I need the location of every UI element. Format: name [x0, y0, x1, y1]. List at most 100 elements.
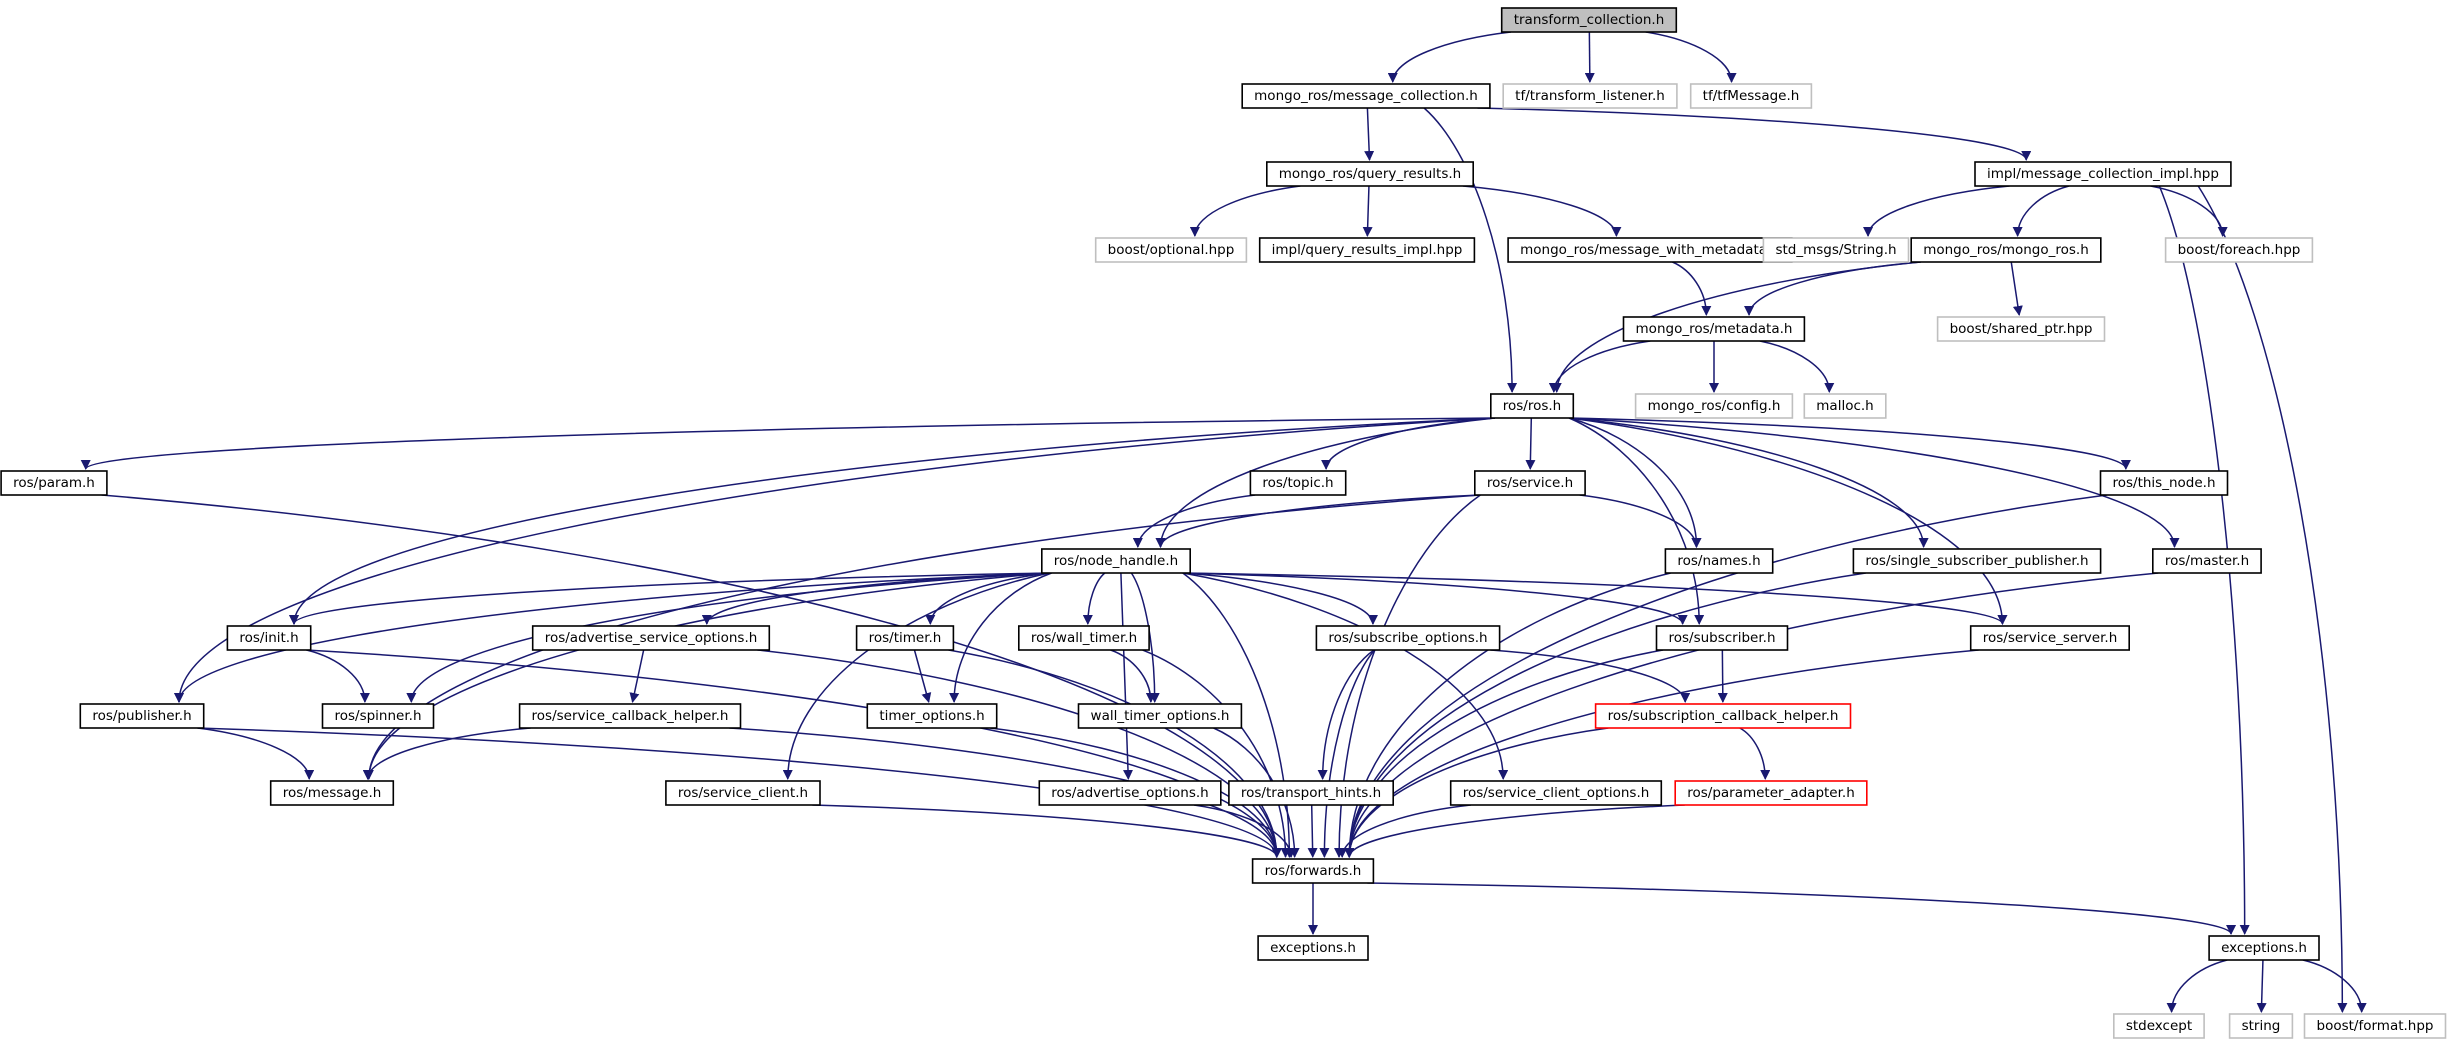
node-ros-service-client-h[interactable]: ros/service_client.h: [665, 780, 821, 806]
node-ros-service-h[interactable]: ros/service.h: [1474, 470, 1586, 496]
node-label: ros/advertise_service_options.h: [545, 630, 758, 646]
node-ros-advertise-options-h[interactable]: ros/advertise_options.h: [1038, 780, 1222, 806]
node-ros-param-h[interactable]: ros/param.h: [0, 470, 108, 496]
node-ros-spinner-h[interactable]: ros/spinner.h: [321, 703, 435, 729]
node-ros-publisher-h[interactable]: ros/publisher.h: [79, 703, 205, 729]
node-label: ros/master.h: [2165, 553, 2249, 569]
node-ros-service-callback-helper-h[interactable]: ros/service_callback_helper.h: [518, 703, 742, 729]
edge-nodehandle-to-forwards: [1182, 572, 1295, 858]
edge-init-to-spinner: [306, 649, 370, 703]
node-box: [1664, 548, 1774, 574]
node-box: [1249, 470, 1347, 496]
node-box: [1077, 703, 1243, 729]
node-ros-message-h[interactable]: ros/message.h: [269, 780, 395, 806]
edge-nodehandle-to-spinner: [406, 572, 1050, 703]
node-ros-timer-h[interactable]: ros/timer.h: [855, 625, 955, 651]
node-ros-topic-h[interactable]: ros/topic.h: [1249, 470, 1347, 496]
node-ros-parameter-adapter-h[interactable]: ros/parameter_adapter.h: [1674, 780, 1868, 806]
node-label: stdexcept: [2126, 1018, 2192, 1034]
node-label: boost/foreach.hpp: [2178, 242, 2301, 258]
node-label: boost/format.hpp: [2317, 1018, 2434, 1034]
node-box: [2303, 1013, 2447, 1039]
edge-walltimer-to-forwards: [1142, 649, 1291, 858]
node-exceptions-h[interactable]: exceptions.h: [2208, 935, 2320, 961]
node-box: [1852, 548, 2102, 574]
edge-msgcolimpl-to-boostformat: [2197, 185, 2348, 1013]
node-box: [2208, 935, 2320, 961]
node-label: ros/spinner.h: [334, 708, 421, 724]
node-label: impl/message_collection_impl.hpp: [1987, 166, 2219, 182]
node-label: timer_options.h: [879, 708, 984, 724]
edge-metadata-to-malloc: [1759, 340, 1835, 393]
node-mongo-ros-message-with-metadata-h[interactable]: mongo_ros/message_with_metadata.h: [1507, 237, 1793, 263]
edge-exceptions2-to-string: [2256, 959, 2267, 1013]
node-box: [1041, 548, 1192, 574]
edge-rosros-to-names: [1568, 417, 1702, 548]
edge-svcserver-to-forwards: [1344, 649, 1979, 858]
node-label: ros/message.h: [283, 785, 382, 801]
node-ros-service-client-options-h[interactable]: ros/service_client_options.h: [1449, 780, 1663, 806]
node-ros-names-h[interactable]: ros/names.h: [1664, 548, 1774, 574]
edge-nodehandle-to-walltimer: [1082, 572, 1106, 625]
node-ros-subscriber-h[interactable]: ros/subscriber.h: [1655, 625, 1789, 651]
node-label: ros/transport_hints.h: [1241, 785, 1381, 801]
node-label: ros/param.h: [13, 475, 95, 491]
node-ros-wall-timer-h[interactable]: ros/wall_timer.h: [1017, 625, 1150, 651]
node-boost-optional-hpp: boost/optional.hpp: [1094, 237, 1248, 263]
node-impl-message-collection-impl-hpp[interactable]: impl/message_collection_impl.hpp: [1974, 161, 2232, 187]
node-ros-single-subscriber-publisher-h[interactable]: ros/single_subscriber_publisher.h: [1852, 548, 2102, 574]
node-timer-options-h[interactable]: timer_options.h: [866, 703, 998, 729]
edge-rosros-to-service: [1525, 417, 1536, 470]
edge-msgcol-to-queryres: [1364, 107, 1375, 161]
node-ros-advertise-service-options-h[interactable]: ros/advertise_service_options.h: [531, 625, 771, 651]
node-mongo-ros-mongo-ros-h[interactable]: mongo_ros/mongo_ros.h: [1910, 237, 2102, 263]
node-mongo-ros-message-collection-h[interactable]: mongo_ros/message_collection.h: [1241, 83, 1491, 109]
node-ros-forwards-h[interactable]: ros/forwards.h: [1251, 858, 1375, 884]
edge-paramadapter-to-forwards: [1344, 804, 1685, 858]
node-box: [1689, 83, 1813, 109]
edge-svcclientopt-to-forwards: [1337, 804, 1472, 858]
node-box: [531, 625, 771, 651]
node-mongo-ros-query-results-h[interactable]: mongo_ros/query_results.h: [1266, 161, 1475, 187]
node-label: boost/optional.hpp: [1108, 242, 1235, 258]
node-ros-master-h[interactable]: ros/master.h: [2152, 548, 2262, 574]
node-ros-subscribe-options-h[interactable]: ros/subscribe_options.h: [1315, 625, 1501, 651]
edge-walltimer-to-walltimeropt: [1110, 649, 1156, 703]
node-label: ros/single_subscriber_publisher.h: [1865, 553, 2088, 569]
node-box: [2228, 1013, 2294, 1039]
edge-nodehandle-to-walltimeropt: [1130, 572, 1160, 703]
node-box: [1762, 237, 1910, 263]
node-box: [1038, 780, 1222, 806]
node-ros-node-handle-h[interactable]: ros/node_handle.h: [1041, 548, 1192, 574]
node-impl-query-results-impl-hpp[interactable]: impl/query_results_impl.hpp: [1258, 237, 1476, 263]
node-box: [0, 470, 108, 496]
edge-msgcolimpl-to-stdstring: [1863, 185, 2010, 237]
node-label: exceptions.h: [2221, 940, 2307, 956]
node-ros-ros-h[interactable]: ros/ros.h: [1490, 393, 1575, 419]
node-ros-transport-hints-h[interactable]: ros/transport_hints.h: [1228, 780, 1395, 806]
edge-nodehandle-to-timer: [925, 572, 1050, 625]
node-label: ros/topic.h: [1262, 475, 1333, 491]
node-mongo-ros-metadata-h[interactable]: mongo_ros/metadata.h: [1622, 316, 1806, 342]
node-transform-collection-h[interactable]: transform_collection.h: [1500, 7, 1678, 33]
node-label: ros/this_node.h: [2112, 475, 2215, 491]
node-ros-service-server-h[interactable]: ros/service_server.h: [1969, 625, 2130, 651]
edge-rosros-to-init: [289, 417, 1495, 625]
edge-publisher-to-message: [197, 727, 315, 780]
node-ros-subscription-callback-helper-h[interactable]: ros/subscription_callback_helper.h: [1594, 703, 1852, 729]
node-box: [518, 703, 742, 729]
node-box: [1936, 316, 2106, 342]
node-label: ros/names.h: [1677, 553, 1760, 569]
edge-advsvcopt-to-forwards: [757, 649, 1282, 858]
edge-root-to-tfmsg: [1645, 31, 1737, 83]
edge-advopt-to-forwards: [1193, 804, 1297, 858]
edge-nodehandle-to-message: [363, 572, 1050, 780]
node-label: impl/query_results_impl.hpp: [1272, 242, 1463, 258]
edge-nodehandle-to-svcserver: [1182, 572, 2008, 625]
node-ros-this-node-h[interactable]: ros/this_node.h: [2099, 470, 2229, 496]
node-exceptions-h[interactable]: exceptions.h: [1257, 935, 1369, 961]
node-wall-timer-options-h[interactable]: wall_timer_options.h: [1077, 703, 1243, 729]
edge-init-to-forwards: [306, 649, 1282, 858]
edge-publisher-to-forwards: [197, 727, 1282, 858]
node-ros-init-h[interactable]: ros/init.h: [226, 625, 312, 651]
